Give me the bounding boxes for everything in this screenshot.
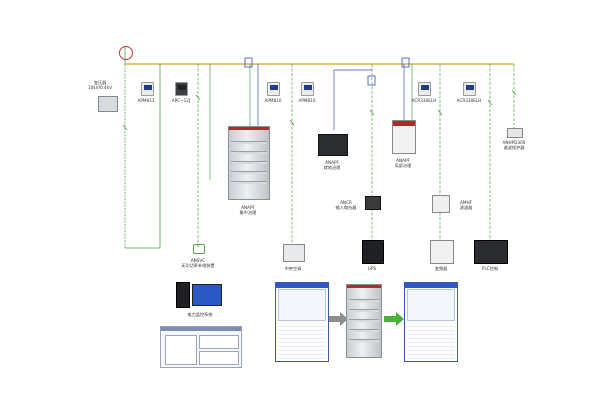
arrow-green <box>384 312 404 326</box>
anapf-cabinet-center <box>346 284 382 358</box>
transformer-unit <box>98 96 118 112</box>
inverter-label: 变频器 <box>434 266 448 271</box>
anapf-cabinet <box>228 126 270 200</box>
apc12j-label: APC~12J <box>171 98 191 103</box>
acr330elh-meter-a <box>418 82 431 96</box>
plc-unit <box>474 240 508 264</box>
ct-sensor-1 <box>244 57 253 68</box>
acr330elh-meter-b <box>463 82 476 96</box>
apm813-meter <box>141 82 154 96</box>
breaker-symbols <box>122 89 517 131</box>
waveform-screen-after <box>404 282 458 362</box>
ac-unit <box>283 244 305 262</box>
ac-unit-label: 中央空调 <box>284 266 302 271</box>
workstation-monitor <box>192 284 222 306</box>
waveform-screen-before <box>275 282 329 362</box>
ups-label: UPS <box>367 266 377 271</box>
ct-sensor-2 <box>401 57 410 68</box>
anhpd300-device <box>507 128 523 138</box>
ups-unit <box>362 240 384 264</box>
monitoring-software-window <box>160 326 242 368</box>
apm810-meter-b <box>301 82 314 96</box>
apc12j-meter <box>175 82 188 96</box>
anapf-wall-unit <box>392 120 416 154</box>
acr330elh-label-b: ACR330ELH <box>456 98 482 103</box>
arrow-gray <box>328 312 348 326</box>
ancr-reactor <box>365 196 381 210</box>
plc-label: PLC控制 <box>481 266 499 271</box>
transformer-icon <box>119 46 133 60</box>
apm810-label-b: APM810 <box>298 98 316 103</box>
workstation-tower <box>176 282 190 308</box>
power-monitor-label: 电力监控系统 <box>187 312 213 317</box>
inverter-unit <box>430 240 454 264</box>
apm810-label-a: APM810 <box>264 98 282 103</box>
apm813-label: APM813 <box>137 98 155 103</box>
anapf-rack-unit <box>318 134 348 156</box>
apm810-meter-a <box>267 82 280 96</box>
amhf-filter <box>432 195 450 213</box>
ct-sensor-3 <box>367 75 376 86</box>
acr330elh-label-a: ACR330ELH <box>411 98 437 103</box>
ansvc-symbol <box>193 244 205 254</box>
